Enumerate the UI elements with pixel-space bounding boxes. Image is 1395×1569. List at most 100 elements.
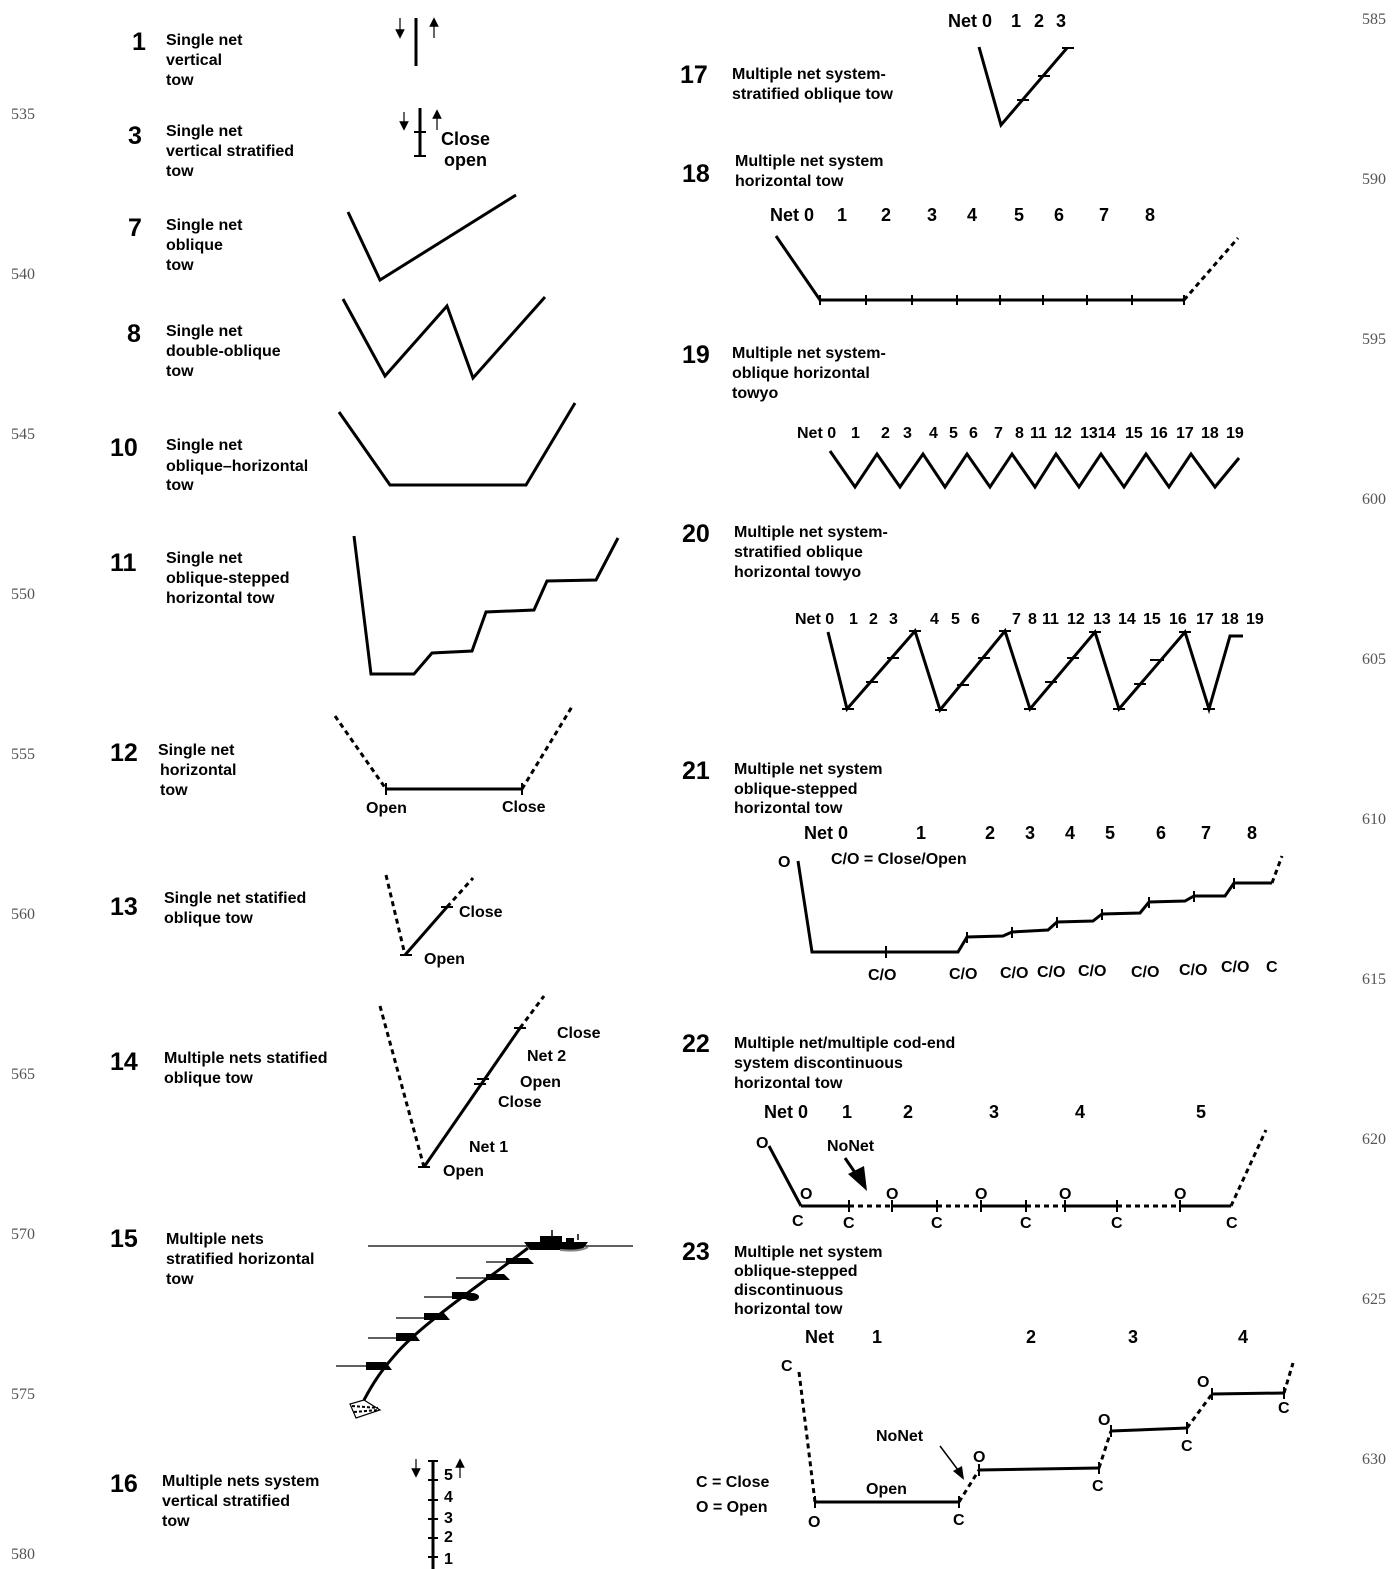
close-label: Close <box>498 1094 542 1111</box>
net-number-label: 15 <box>1125 425 1143 442</box>
net-number-label: 5 <box>444 1467 453 1484</box>
net-number-label: 8 <box>1247 823 1257 843</box>
tow-10: 10 Single net oblique–horizontal tow <box>110 402 577 494</box>
net-number-label: 2 <box>444 1529 453 1546</box>
tow-desc-line: Single net <box>166 217 243 234</box>
net-number-label: 2 <box>1034 11 1044 31</box>
tow-number: 15 <box>110 1225 138 1253</box>
tow-number: 21 <box>682 757 710 785</box>
tow-number: 23 <box>682 1238 710 1266</box>
line-number: 580 <box>11 1546 35 1563</box>
tow-desc-line: stratified oblique <box>734 544 863 561</box>
c-label: C <box>1111 1215 1123 1232</box>
net-number-label: Net 0 <box>948 11 992 31</box>
co-legend: C/O = Close/Open <box>831 851 967 868</box>
o-label: O <box>756 1135 768 1152</box>
net-number-label: 3 <box>1025 823 1035 843</box>
tow-number: 16 <box>110 1470 138 1498</box>
tow-number: 12 <box>110 739 138 767</box>
tow-1: 1 Single net vertical tow <box>132 17 439 89</box>
tow-desc-line: oblique-stepped <box>734 781 858 798</box>
net-number-label: Net 0 <box>795 611 834 628</box>
tow-desc-line: Single net <box>166 437 243 454</box>
co-label: C/O <box>1221 959 1249 976</box>
net-number-label: 16 <box>1169 611 1187 628</box>
net-number-label: 6 <box>1156 823 1166 843</box>
c-label: C <box>792 1213 804 1230</box>
c-label: C <box>1266 959 1278 976</box>
net-number-label: 2 <box>881 425 890 442</box>
weight-icon <box>349 1399 382 1419</box>
line-number: 535 <box>11 106 35 123</box>
c-label: C <box>781 1358 793 1375</box>
net-number-label: 5 <box>949 425 958 442</box>
o-label: O <box>1174 1186 1186 1203</box>
tow-desc-line: towyo <box>732 385 778 402</box>
net-number-label: 2 <box>1026 1327 1036 1347</box>
tow-22: 22 Multiple net/multiple cod-end system … <box>682 1030 1268 1232</box>
tow-number: 8 <box>127 320 141 348</box>
tow-number: 10 <box>110 434 138 462</box>
net-label: Net <box>805 1327 834 1347</box>
tow-path-dashed <box>1182 237 1240 301</box>
o-label: O <box>778 854 790 871</box>
tow-desc-line: Multiple nets <box>166 1231 264 1248</box>
tow-number: 17 <box>680 61 708 89</box>
net-number-label: 4 <box>1238 1327 1248 1347</box>
o-label: O <box>1059 1186 1071 1203</box>
tow-12: 12 Single net horizontal tow Open Close <box>110 704 575 817</box>
net-number-label: 11 <box>1042 611 1059 628</box>
line-number: 610 <box>1362 811 1386 828</box>
tow-path <box>796 860 1272 954</box>
tow-21: 21 Multiple net system oblique-stepped h… <box>682 757 1284 984</box>
net-number-label: 17 <box>1176 425 1194 442</box>
net-number-label: 1 <box>916 823 926 843</box>
tow-number: 13 <box>110 893 138 921</box>
o-label: O <box>800 1186 812 1203</box>
tick-group <box>842 630 1215 711</box>
tow-desc-line: Multiple net system <box>734 761 882 778</box>
line-number: 545 <box>11 426 35 443</box>
c-legend: C = Close <box>696 1474 769 1491</box>
net-icon <box>396 1313 450 1320</box>
net-number-label: 16 <box>1150 425 1168 442</box>
tow-desc-line: horizontal tow <box>166 590 275 607</box>
net-number-label: 1 <box>872 1327 882 1347</box>
o-label: O <box>1098 1412 1110 1429</box>
tow-path <box>978 1466 1100 1472</box>
tow-8: 8 Single net double-oblique tow <box>127 296 547 381</box>
net2-label: Net 2 <box>527 1048 566 1065</box>
net-number-label: 19 <box>1246 611 1264 628</box>
net-number-label: 5 <box>1105 823 1115 843</box>
tow-desc-line: tow <box>166 163 194 180</box>
tow-path-dashed <box>957 1469 981 1503</box>
open-label: Open <box>866 1481 907 1498</box>
line-number: 605 <box>1362 651 1386 668</box>
tow-path-dashed <box>797 1371 817 1503</box>
o-label: O <box>975 1186 987 1203</box>
ship-icon <box>524 1230 589 1252</box>
net-number-label: 1 <box>849 611 858 628</box>
net-number-label: 1 <box>444 1551 453 1568</box>
tow-path-dashed <box>520 704 575 790</box>
net-number-label: 7 <box>1099 205 1109 225</box>
tow-desc-line: oblique <box>166 237 223 254</box>
net-number-label: 14 <box>1118 611 1136 628</box>
close-label: Close <box>502 799 546 816</box>
line-number: 590 <box>1362 171 1386 188</box>
tick-group <box>819 295 1185 305</box>
tick-group <box>814 1387 1285 1508</box>
tow-20: 20 Multiple net system- stratified obliq… <box>682 520 1264 715</box>
net-number-label: 18 <box>1201 425 1219 442</box>
c-label: C <box>843 1215 855 1232</box>
tow-number: 14 <box>110 1048 138 1076</box>
net-number-label: 12 <box>1067 611 1085 628</box>
tow-desc-line: tow <box>162 1513 190 1530</box>
c-label: C <box>953 1512 965 1529</box>
open-label: open <box>444 150 487 170</box>
tow-16: 16 Multiple nets system vertical stratif… <box>110 1458 465 1569</box>
net-number-label: 6 <box>1054 205 1064 225</box>
co-label: C/O <box>1078 963 1106 980</box>
net-number-label: 5 <box>951 611 960 628</box>
net-number-label: 4 <box>1075 1102 1085 1122</box>
